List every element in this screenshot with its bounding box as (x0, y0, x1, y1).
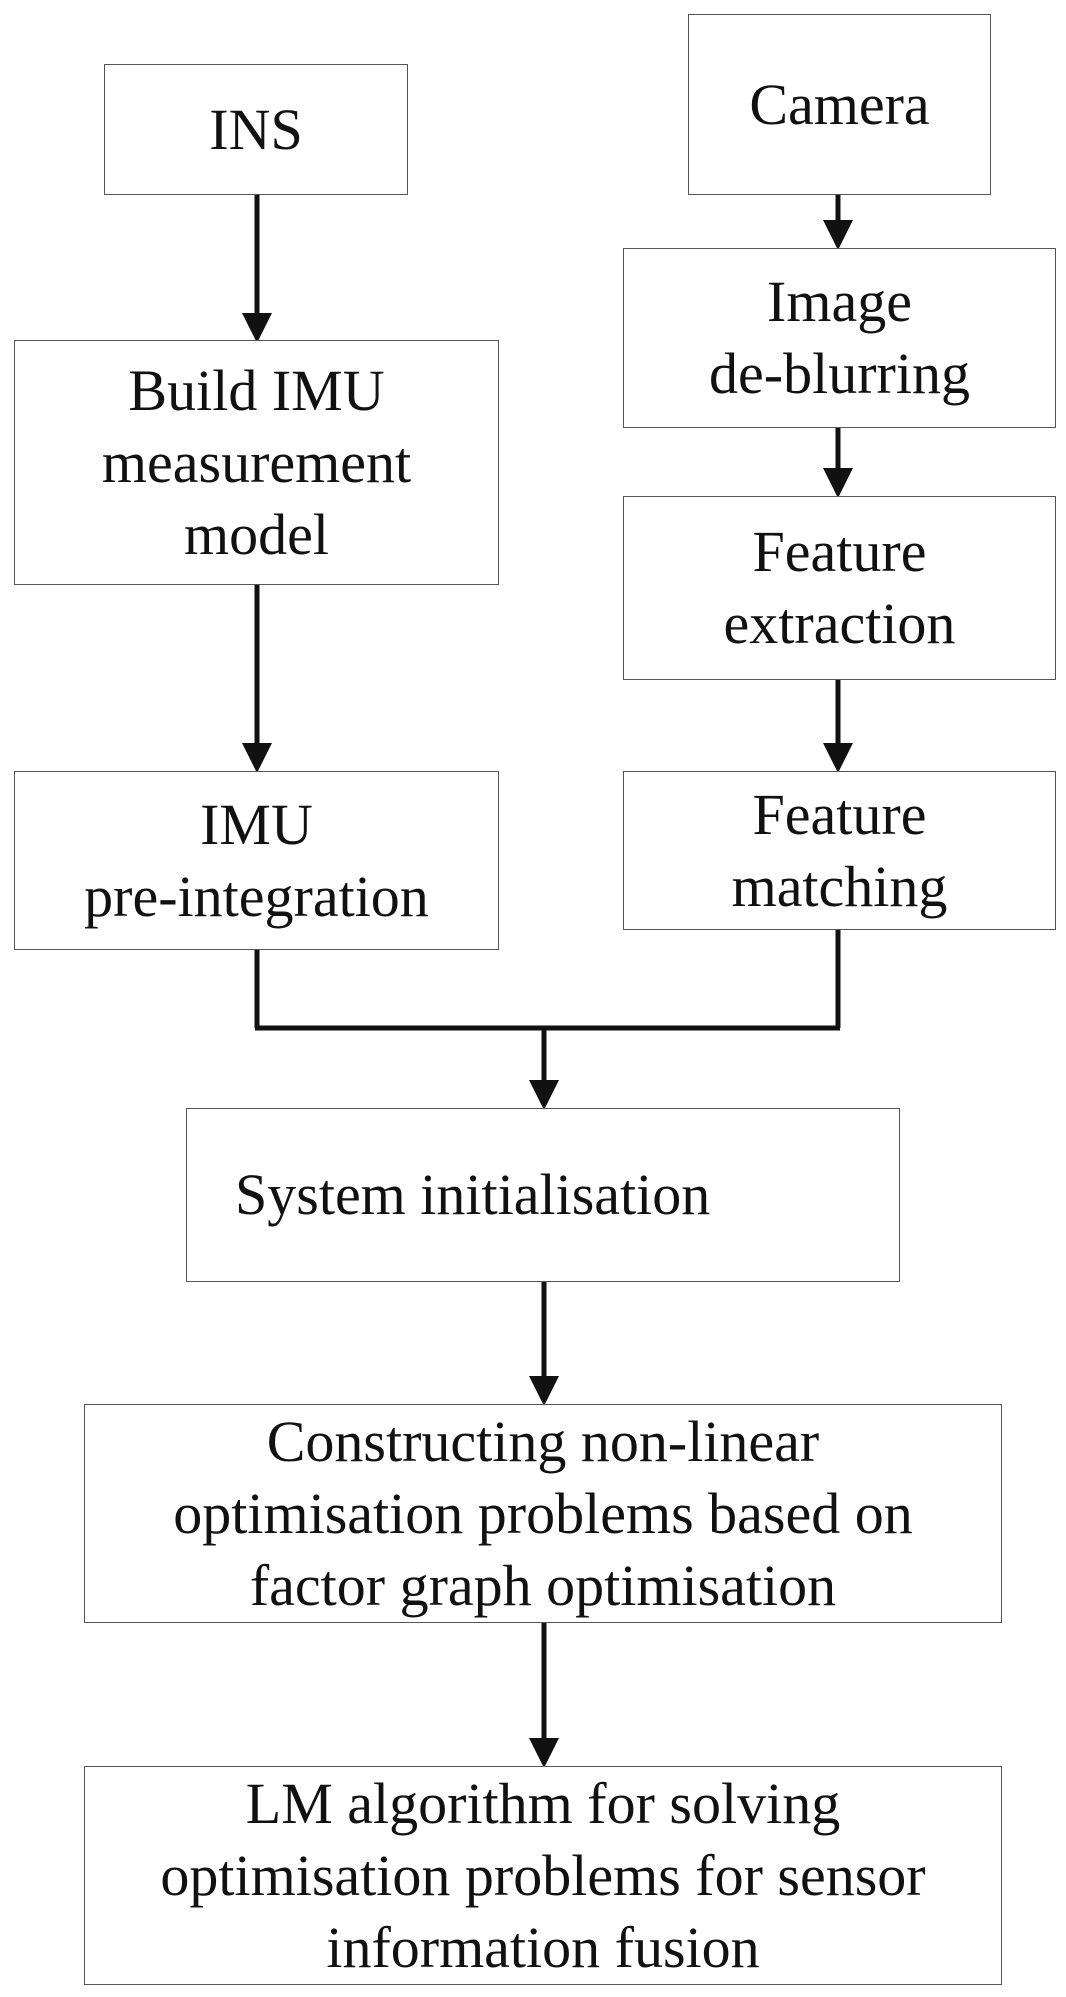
system-initialisation-box: System initialisation (186, 1108, 900, 1282)
lm-algorithm-box: LM algorithm for solving optimisation pr… (84, 1766, 1002, 1985)
imu-preintegration-label-line-1: IMU (200, 791, 313, 857)
feature-matching-label-line-1: Feature (752, 781, 927, 847)
arrowhead-icon (529, 1080, 559, 1110)
build-imu-label-line-1: Build IMU (128, 357, 385, 423)
feature-extraction-label-line-2: extraction (723, 591, 956, 656)
arrowhead-icon (823, 220, 853, 250)
imu-preintegration-label-line-2: pre-integration (84, 863, 429, 929)
system-initialisation-label: System initialisation (235, 1162, 711, 1227)
build-imu-label-line-3: model (184, 501, 329, 567)
feature-matching-label-line-2: matching (731, 853, 948, 919)
feature-extraction-label-line-1: Feature (752, 519, 927, 584)
imu-preintegration-box: IMU pre-integration (14, 771, 499, 950)
feature-extraction-box: Feature extraction (623, 496, 1056, 680)
constructing-box: Constructing non-linear optimisation pro… (84, 1404, 1002, 1623)
feature-matching-box: Feature matching (623, 771, 1056, 930)
ins-label: INS (209, 96, 303, 162)
image-deblurring-box: Image de-blurring (623, 248, 1056, 428)
image-deblurring-label-line-1: Image (767, 269, 912, 334)
lm-algorithm-label-line-1: LM algorithm for solving (245, 1770, 841, 1836)
image-deblurring-label-line-2: de-blurring (709, 341, 970, 406)
arrowhead-icon (242, 743, 272, 773)
camera-box: Camera (688, 14, 991, 195)
constructing-label-line-2: optimisation problems based on (173, 1480, 913, 1546)
constructing-label-line-3: factor graph optimisation (249, 1552, 837, 1618)
build-imu-label-line-2: measurement (101, 429, 412, 495)
arrowhead-icon (242, 313, 272, 343)
arrowhead-icon (529, 1738, 559, 1768)
lm-algorithm-label-line-3: information fusion (326, 1914, 760, 1980)
build-imu-box: Build IMU measurement model (14, 340, 499, 585)
arrowhead-icon (529, 1376, 559, 1406)
ins-box: INS (104, 64, 408, 195)
lm-algorithm-label-line-2: optimisation problems for sensor (160, 1842, 926, 1908)
camera-label: Camera (749, 71, 930, 137)
constructing-label-line-1: Constructing non-linear (266, 1408, 820, 1474)
arrowhead-icon (823, 743, 853, 773)
arrowhead-icon (823, 468, 853, 498)
